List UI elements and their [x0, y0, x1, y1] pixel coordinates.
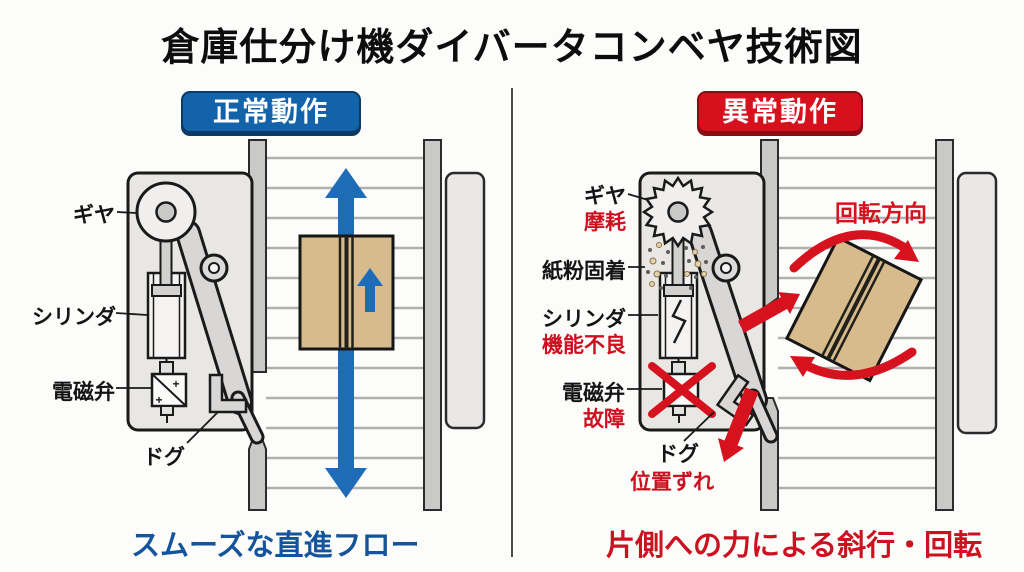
carton-box-skewed: [784, 235, 924, 383]
caption-normal-flow: スムーズな直進フロー: [131, 530, 420, 562]
right-gear-worn: [641, 175, 715, 249]
left-gear: [135, 181, 197, 243]
label-gear-left: ギヤ: [73, 204, 115, 227]
carton-box-straight: [298, 234, 395, 351]
failure-cross-mark: [648, 362, 716, 418]
normal-operation-badge: 正常動作: [181, 91, 361, 133]
label-gear-right: ギヤ: [584, 185, 626, 208]
solenoid-plus-mark: +: [155, 393, 162, 407]
caption-abnormal-flow: 片側への力による斜行・回転: [606, 530, 983, 562]
piston-rod: [159, 237, 173, 289]
label-dog-left: ドグ: [143, 446, 185, 469]
page-title: 倉庫仕分け機ダイバータコンベヤ技術図: [161, 27, 863, 69]
right-leader-lines: [627, 193, 715, 442]
left-arm-pivot: [199, 253, 229, 283]
left-conveyor: + +: [115, 139, 486, 511]
piston-plate: [663, 284, 694, 297]
solenoid-plus-mark: +: [172, 377, 179, 391]
piston-plate: [151, 284, 182, 297]
left-diverter-mechanism: + +: [126, 171, 265, 445]
dog-shift-arrow: [718, 387, 759, 462]
side-force-arrow: [738, 292, 800, 333]
rotation-arrows: [789, 230, 919, 380]
box-direction-arrow: [357, 268, 383, 312]
label-solenoid-fault: 故障: [583, 408, 625, 431]
right-solenoid-valve-failed: [648, 358, 716, 423]
label-cylinder-fault: 機能不良: [542, 334, 626, 357]
label-paper-dust: 紙粉固着: [542, 260, 626, 283]
left-side-panel: [444, 171, 486, 430]
left-solenoid-valve: + +: [150, 358, 188, 423]
left-leader-lines: [115, 211, 219, 444]
label-dog-fault: 位置ずれ: [630, 471, 714, 494]
rotation-arrowhead-bottom: [790, 356, 815, 377]
right-conveyor: [627, 139, 998, 511]
right-side-panel: [956, 171, 998, 435]
paper-dust-particles: [646, 242, 708, 290]
label-solenoid-left: 電磁弁: [52, 381, 115, 404]
right-diverter-mechanism: [638, 171, 779, 444]
rotation-arrowhead-top: [894, 240, 919, 262]
left-dog-bracket: [208, 373, 248, 414]
label-solenoid-right: 電磁弁: [562, 382, 625, 405]
label-rotation-direction: 回転方向: [835, 200, 927, 226]
label-cylinder-right: シリンダ: [542, 308, 626, 331]
abnormal-operation-badge: 異常動作: [697, 91, 863, 133]
right-arm-pivot: [711, 253, 741, 283]
label-dog-right: ドグ: [657, 443, 699, 466]
label-cylinder-left: シリンダ: [32, 306, 116, 329]
right-diverter-arm: [687, 220, 779, 444]
cylinder-crack: [671, 299, 687, 344]
label-gear-fault: 摩耗: [584, 211, 626, 234]
